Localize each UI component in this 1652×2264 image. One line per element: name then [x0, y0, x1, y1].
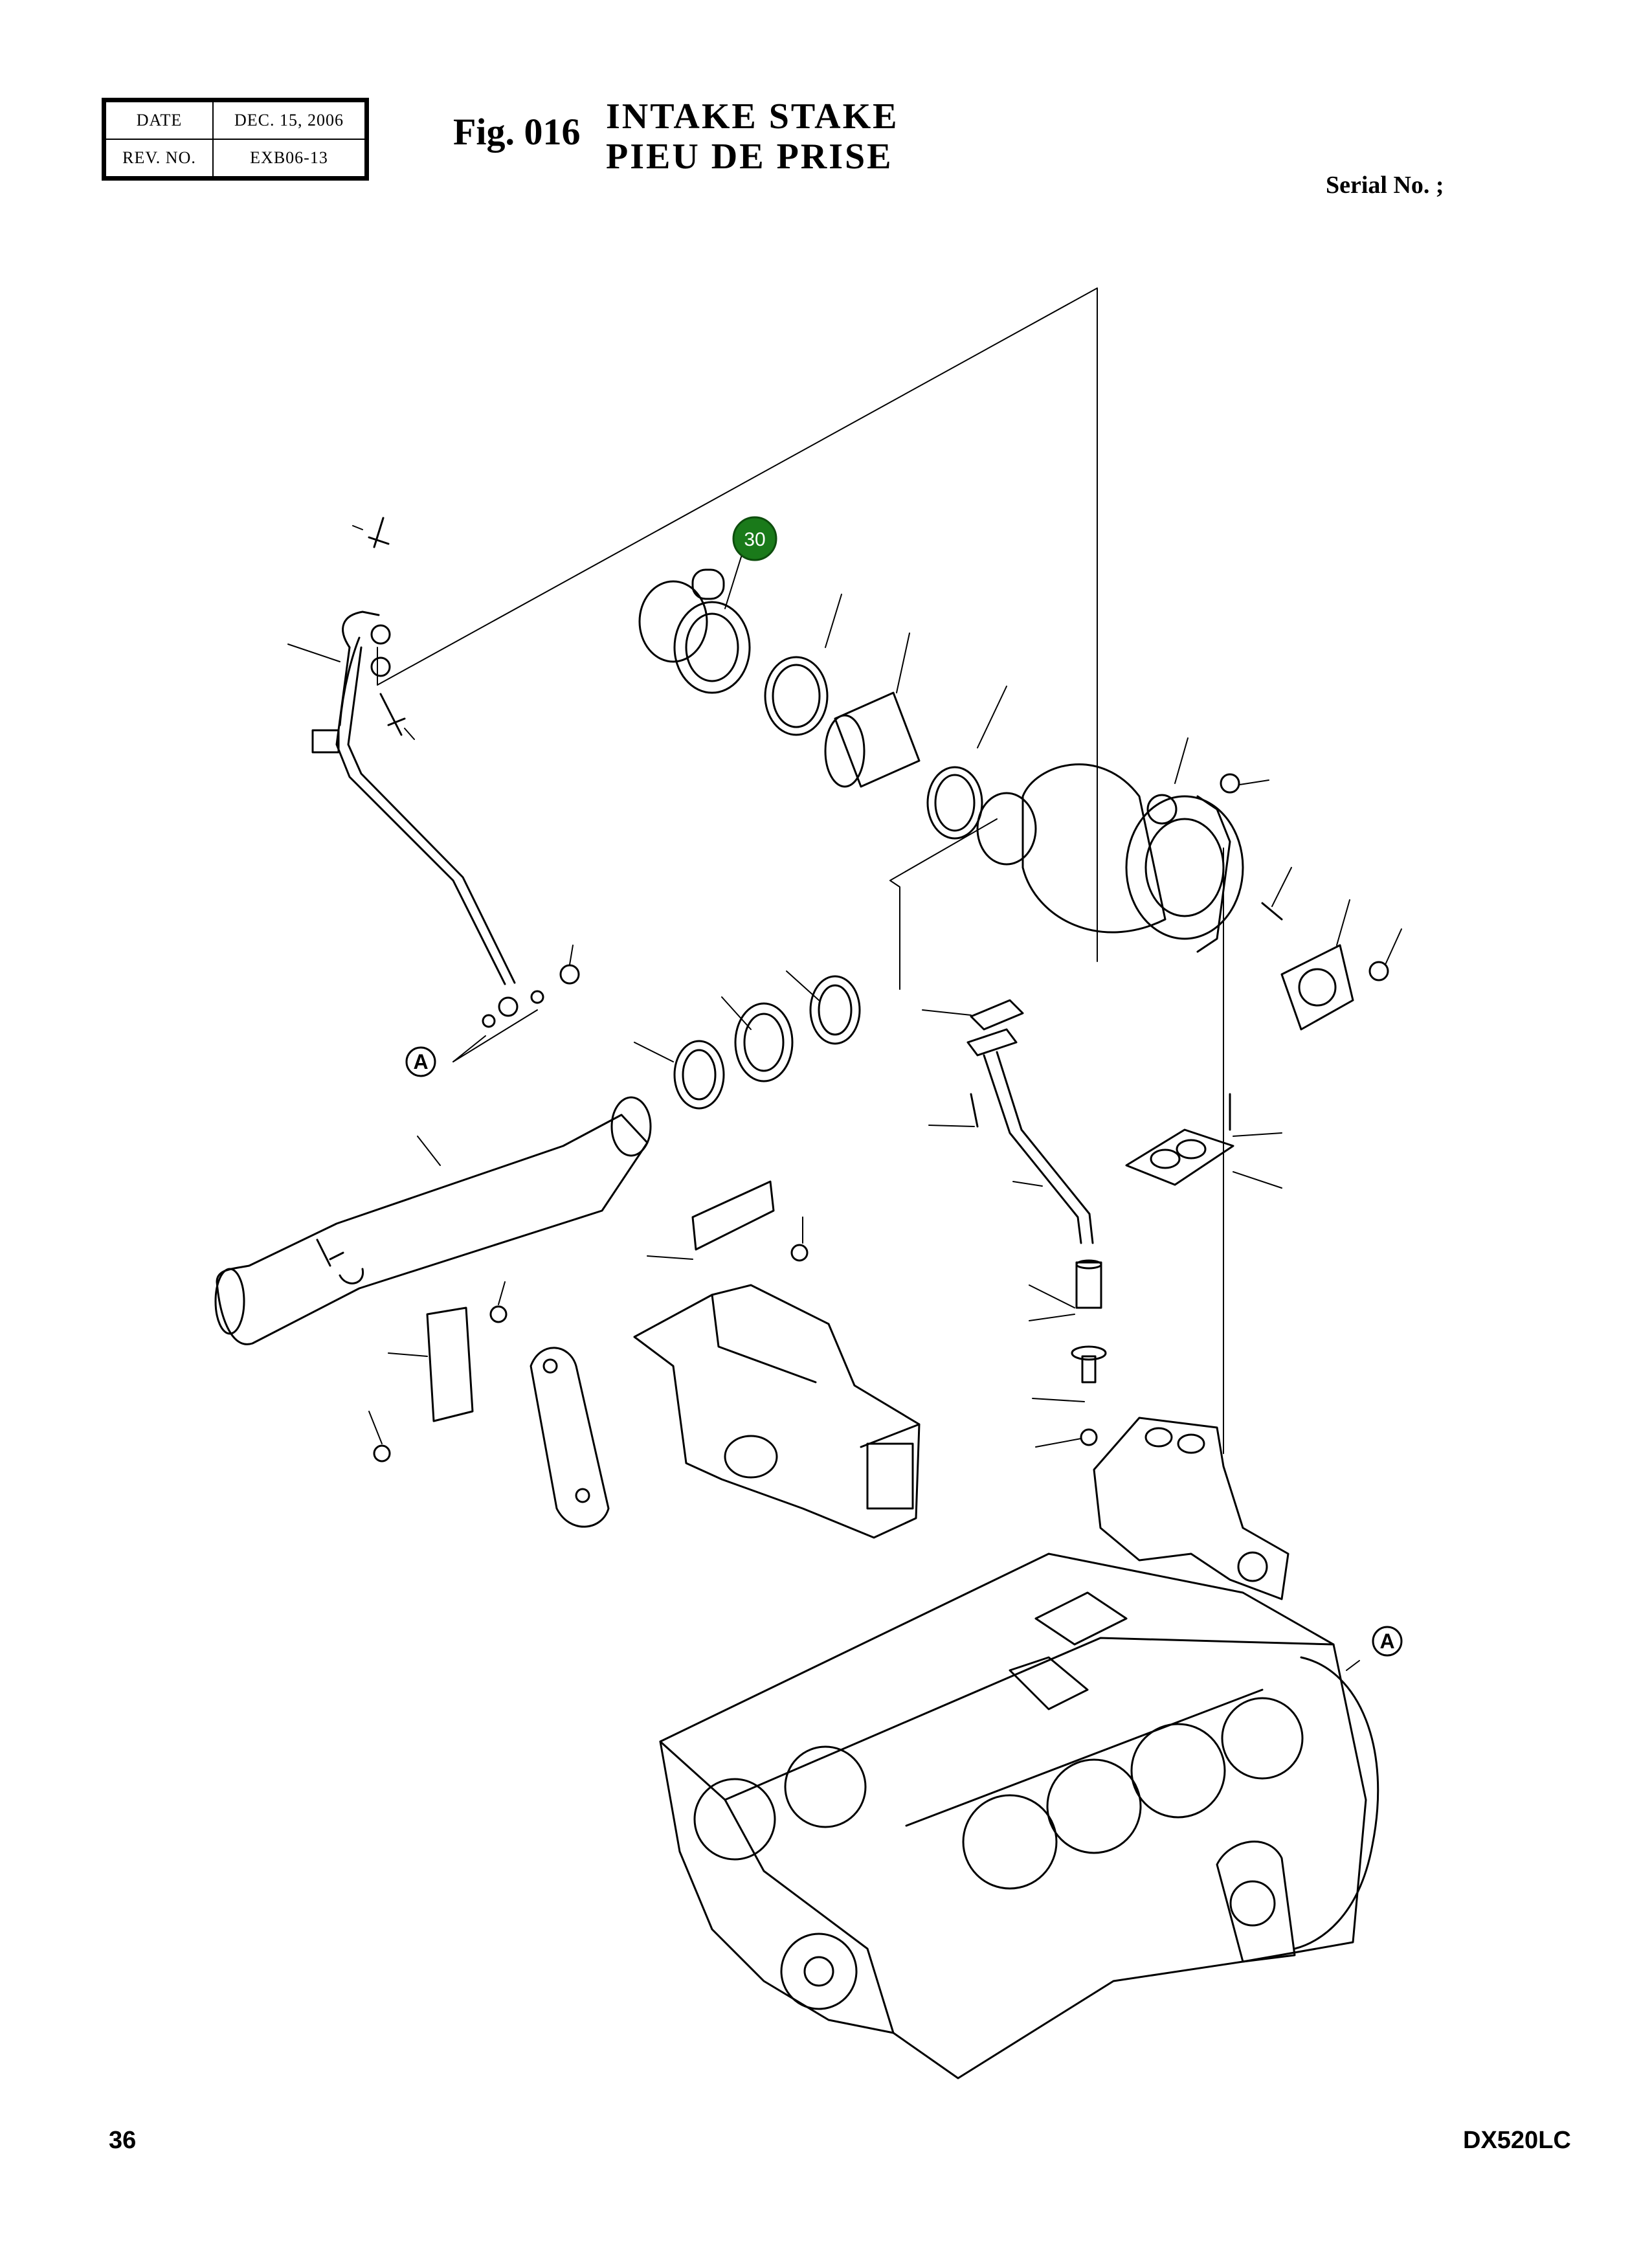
date-value: DEC. 15, 2006 — [212, 101, 366, 140]
turbocharger — [976, 763, 1244, 953]
model-name: DX520LC — [1463, 2127, 1571, 2154]
exhaust-gasket — [1125, 1093, 1234, 1186]
figure-title-en: INTAKE STAKE — [606, 96, 899, 137]
rev-value: EXB06-13 — [212, 139, 366, 177]
turbo-flange-parts — [1220, 773, 1389, 1031]
oil-return-pipe — [966, 999, 1107, 1446]
date-label: DATE — [105, 101, 214, 140]
engine-block — [659, 1552, 1379, 2079]
hose-clamps-lower — [673, 975, 861, 1110]
revision-box: DATE DEC. 15, 2006 REV. NO. EXB06-13 — [102, 98, 369, 181]
page-number: 36 — [109, 2127, 137, 2154]
figure-number: Fig. 016 — [453, 111, 581, 153]
intake-adapter-upper — [638, 568, 983, 840]
serial-number: Serial No. ; — [1326, 172, 1444, 199]
exhaust-manifold — [1093, 1417, 1289, 1600]
reference-marker-a-left: A — [405, 1046, 436, 1077]
callout-30[interactable]: 30 — [724, 516, 777, 609]
intake-tube — [214, 1096, 652, 1345]
callout-30-label: 30 — [744, 529, 765, 550]
intake-manifold — [633, 1284, 921, 1539]
reference-marker-a-right: A — [1372, 1626, 1403, 1657]
rev-label: REV. NO. — [105, 139, 214, 177]
reference-marker-a-left-label: A — [413, 1050, 428, 1073]
reference-marker-a-right-label: A — [1379, 1630, 1394, 1653]
leader-lines — [287, 525, 1402, 1671]
oil-feed-pipe — [311, 517, 580, 1028]
group-frame-lines — [377, 287, 1224, 1454]
support-brackets — [373, 1180, 809, 1528]
figure-title-fr: PIEU DE PRISE — [606, 137, 893, 177]
